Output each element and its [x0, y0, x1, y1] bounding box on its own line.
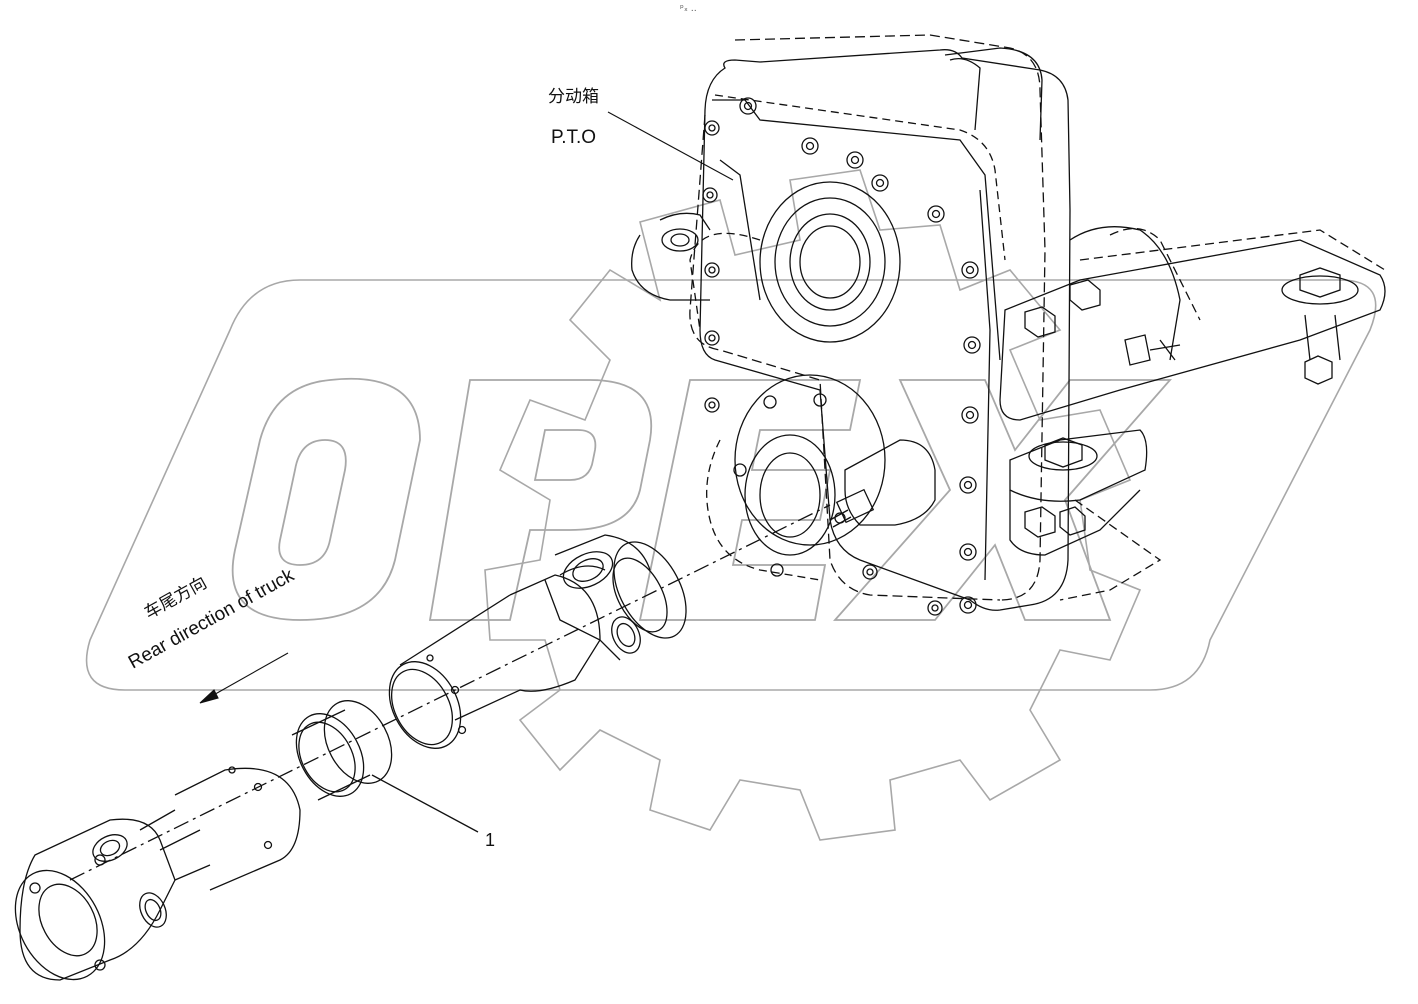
pto-left-ear	[631, 212, 711, 301]
callout-1-label: 1	[485, 830, 496, 850]
callout-1-leader	[371, 774, 479, 833]
rear-arrow-line	[209, 652, 289, 698]
annotations	[199, 111, 734, 704]
pto-housing	[699, 49, 1071, 611]
pto-bracket	[999, 226, 1386, 601]
header-mark: ᵖₓ ‥	[680, 4, 697, 14]
watermark-plate	[85, 279, 1377, 691]
watermark-letters	[231, 377, 1172, 621]
bracket-stud	[1124, 334, 1181, 366]
pto-gearbox	[631, 34, 1386, 616]
watermark-gear	[484, 169, 1142, 841]
pto-label-zh: 分动箱	[548, 87, 599, 107]
pto-sensor	[829, 439, 936, 528]
pto-dashed-outline	[689, 34, 1046, 601]
rear-arrow-head	[199, 689, 219, 704]
pto-label-en: P.T.O	[551, 127, 597, 148]
pto-top-flange	[944, 47, 1043, 141]
pto-lower-port	[706, 374, 886, 581]
shaft-axis	[69, 504, 831, 881]
pto-upper-port	[689, 181, 901, 343]
pto-bolts	[702, 97, 981, 616]
pto-leader	[607, 111, 734, 181]
bushing-part-1	[291, 700, 393, 801]
drive-shaft	[14, 504, 831, 981]
rear-tube	[174, 766, 301, 891]
front-yoke	[544, 534, 687, 661]
watermark-logo	[85, 169, 1377, 841]
front-tube	[388, 574, 601, 749]
rear-yoke	[14, 809, 211, 981]
